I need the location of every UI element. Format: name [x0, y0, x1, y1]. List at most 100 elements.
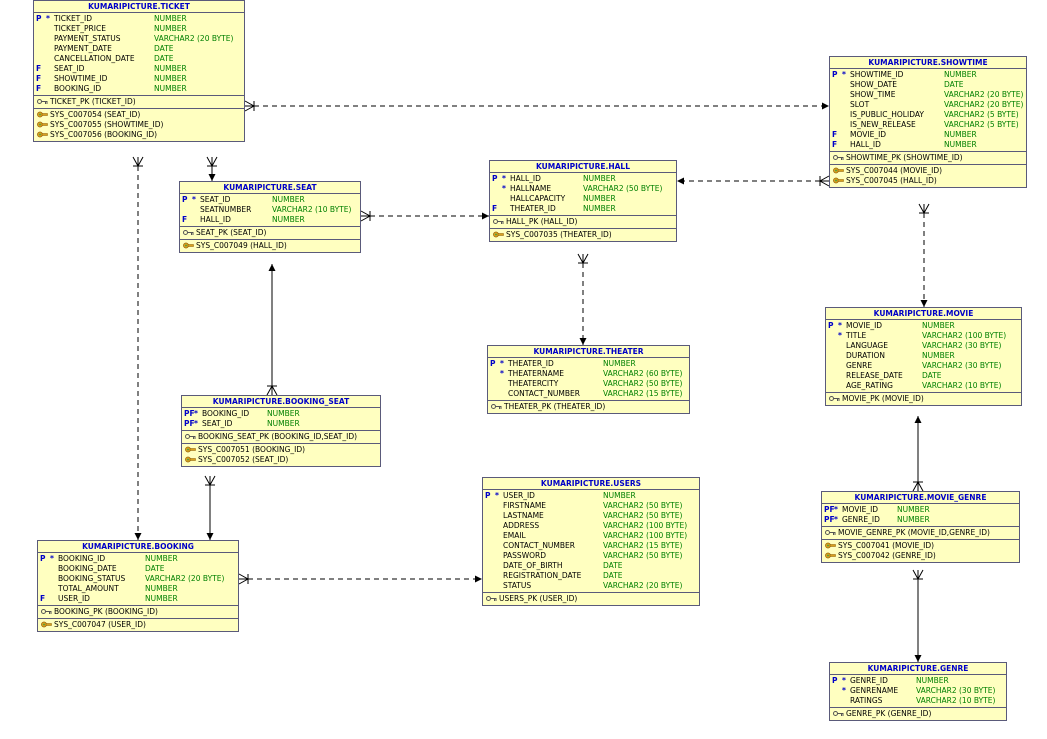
relationship-seat-to-hall[interactable]: [360, 210, 489, 222]
relationship-movie-genre-to-genre[interactable]: [912, 569, 924, 662]
primary-key-row[interactable]: THEATER_PK (THEATER_ID): [488, 402, 689, 412]
primary-key-row[interactable]: BOOKING_PK (BOOKING_ID): [38, 607, 238, 617]
primary-key-row[interactable]: TICKET_PK (TICKET_ID): [34, 97, 244, 107]
relationship-ticket-to-seat[interactable]: [206, 156, 218, 181]
foreign-key-row[interactable]: SYS_C007041 (MOVIE_ID): [822, 541, 1019, 551]
foreign-key-row[interactable]: SYS_C007052 (SEAT_ID): [182, 455, 380, 465]
primary-key-row[interactable]: USERS_PK (USER_ID): [483, 594, 699, 604]
foreign-key-row[interactable]: SYS_C007047 (USER_ID): [38, 620, 238, 630]
foreign-key-row[interactable]: SYS_C007035 (THEATER_ID): [490, 230, 676, 240]
relationship-booking-seat-to-seat[interactable]: [266, 264, 278, 396]
primary-key-row[interactable]: MOVIE_GENRE_PK (MOVIE_ID,GENRE_ID): [822, 528, 1019, 538]
foreign-key-row[interactable]: SYS_C007051 (BOOKING_ID): [182, 445, 380, 455]
foreign-key-row[interactable]: SYS_C007045 (HALL_ID): [830, 176, 1026, 186]
primary-key-row[interactable]: SEAT_PK (SEAT_ID): [180, 228, 360, 238]
relationship-ticket-to-showtime[interactable]: [244, 100, 829, 112]
foreign-key-row[interactable]: SYS_C007054 (SEAT_ID): [34, 110, 244, 120]
primary-key-row[interactable]: SHOWTIME_PK (SHOWTIME_ID): [830, 153, 1026, 163]
relationship-booking-seat-to-booking[interactable]: [204, 475, 216, 540]
primary-key-row[interactable]: MOVIE_PK (MOVIE_ID): [826, 394, 1021, 404]
relationship-showtime-to-movie[interactable]: [918, 203, 930, 307]
foreign-key-row[interactable]: SYS_C007055 (SHOWTIME_ID): [34, 120, 244, 130]
primary-key-row[interactable]: HALL_PK (HALL_ID): [490, 217, 676, 227]
relationship-movie-genre-to-movie[interactable]: [912, 416, 924, 492]
foreign-key-row[interactable]: SYS_C007056 (BOOKING_ID): [34, 130, 244, 140]
foreign-key-row[interactable]: SYS_C007042 (GENRE_ID): [822, 551, 1019, 561]
primary-key-row[interactable]: BOOKING_SEAT_PK (BOOKING_ID,SEAT_ID): [182, 432, 380, 442]
foreign-key-row[interactable]: SYS_C007044 (MOVIE_ID): [830, 166, 1026, 176]
relationship-hall-to-theater[interactable]: [577, 253, 589, 345]
relationship-ticket-to-booking[interactable]: [132, 156, 144, 540]
relationship-booking-to-users[interactable]: [238, 573, 482, 585]
primary-key-row[interactable]: GENRE_PK (GENRE_ID): [830, 709, 1006, 719]
foreign-key-row[interactable]: SYS_C007049 (HALL_ID): [180, 241, 360, 251]
relationship-showtime-to-hall[interactable]: [677, 175, 830, 187]
